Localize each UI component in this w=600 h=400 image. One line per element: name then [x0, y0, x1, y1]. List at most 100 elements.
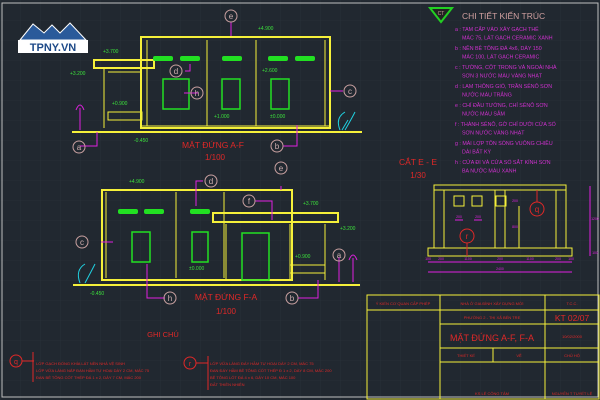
legend-item: NƯỚC MÀU SẪM — [462, 111, 505, 118]
svg-text:d: d — [174, 67, 178, 76]
elevation-f-a-title: MẶT ĐỨNG F-A — [195, 292, 258, 302]
svg-text:200: 200 — [512, 199, 518, 203]
plant-icon — [337, 111, 356, 131]
svg-text:VẼ: VẼ — [516, 353, 522, 358]
sheet-number: KT 02/07 — [555, 313, 590, 323]
svg-text:-0.450: -0.450 — [90, 291, 104, 297]
sheet-title: MẶT ĐỨNG A-F, F-A — [450, 333, 534, 343]
legend-item: h : CỬA ĐI VÀ CỬA SỔ SẮT KÍNH SƠN — [455, 158, 551, 166]
svg-text:1100: 1100 — [464, 257, 472, 261]
svg-text:2400: 2400 — [496, 267, 504, 271]
svg-text:a: a — [77, 143, 82, 152]
svg-text:800: 800 — [512, 225, 518, 229]
svg-text:CHỦ HỘ: CHỦ HỘ — [564, 353, 580, 358]
svg-text:±0.000: ±0.000 — [270, 114, 285, 120]
svg-text:f: f — [248, 197, 251, 206]
svg-text:+0.900: +0.900 — [112, 101, 128, 107]
legend-item: DÀI BẤT KỲ — [462, 149, 492, 156]
svg-text:+3.200: +3.200 — [70, 71, 86, 77]
plant-icon — [77, 263, 96, 284]
legend-item: f : THÀNH SÊNÔ, GỜ CHỈ DƯỚI CỬA SỔ — [455, 120, 556, 128]
svg-text:1200: 1200 — [591, 217, 599, 221]
elevation-a-f: +4.900 +3.700 +3.200 +2.600 +0.900 +1.00… — [70, 9, 362, 162]
svg-text:10/02/2000: 10/02/2000 — [562, 334, 583, 339]
svg-text:200: 200 — [497, 257, 503, 261]
svg-text:+4.900: +4.900 — [129, 179, 145, 185]
svg-text:100: 100 — [568, 257, 574, 261]
svg-text:200: 200 — [438, 257, 444, 261]
svg-text:100: 100 — [425, 257, 431, 261]
svg-text:+4.900: +4.900 — [258, 26, 274, 32]
svg-text:+3.200: +3.200 — [340, 226, 356, 232]
title-block: Ý KIẾN CƠ QUAN CẤP PHÉP NHÀ Ở GIA ĐÌNH X… — [366, 294, 600, 400]
svg-text:THIẾT KẾ: THIẾT KẾ — [457, 353, 475, 358]
elevation-f-a-scale: 1/100 — [216, 307, 237, 316]
svg-text:c: c — [80, 238, 84, 247]
svg-text:h: h — [168, 294, 172, 303]
svg-text:+1.000: +1.000 — [214, 114, 230, 120]
svg-text:CT: CT — [438, 11, 445, 17]
svg-text:e: e — [279, 164, 284, 173]
svg-text:b: b — [290, 294, 295, 303]
svg-text:BÊ TÔNG LÓT ĐÁ 4 x 6, DÀY 10 C: BÊ TÔNG LÓT ĐÁ 4 x 6, DÀY 10 CM, MÁC 100 — [210, 375, 296, 380]
svg-text:+2.600: +2.600 — [262, 68, 278, 74]
svg-text:±0.000: ±0.000 — [189, 266, 204, 272]
legend-item: b : NỀN BÊ TÔNG ĐÁ 4x6, DÀY 150 — [455, 44, 542, 52]
svg-text:200: 200 — [475, 215, 481, 219]
svg-text:q: q — [14, 359, 18, 366]
legend-item: MÁC 100, LÁT GẠCH CERAMIC — [462, 54, 539, 61]
svg-text:c: c — [348, 87, 352, 96]
legend-item: d : LAM THÔNG GIÓ, TRẦN SÊNÔ SƠN — [455, 82, 552, 90]
legend-title: CHI TIẾT KIẾN TRÚC — [462, 11, 545, 21]
legend-item: a : TAM CẤP VÀO XÂY GẠCH THẺ — [455, 26, 539, 33]
svg-text:NHÀ Ở GIA ĐÌNH XÂY DỰNG MỚI: NHÀ Ở GIA ĐÌNH XÂY DỰNG MỚI — [460, 301, 523, 306]
svg-text:100: 100 — [592, 251, 598, 255]
svg-text:T.C.C.: T.C.C. — [566, 301, 577, 306]
svg-text:KS LÊ CÔNG TÂM: KS LÊ CÔNG TÂM — [475, 391, 509, 396]
svg-text:r: r — [466, 232, 469, 241]
svg-text:PHƯỜNG 2 - THỊ XÃ BẾN TRE: PHƯỜNG 2 - THỊ XÃ BẾN TRE — [464, 315, 521, 320]
svg-text:NGUYỄN T TUYẾT LỆ: NGUYỄN T TUYẾT LỆ — [552, 391, 593, 396]
legend-item: g : MÁI LỢP TÔN SÓNG VUÔNG CHIỀU — [455, 140, 553, 147]
legend: CT CHI TIẾT KIẾN TRÚC a : TAM CẤP VÀO XÂ… — [427, 7, 557, 175]
legend-item: SƠN NƯỚC VÀNG NHẠT — [462, 130, 525, 137]
svg-text:r: r — [189, 361, 192, 368]
svg-text:q: q — [535, 205, 539, 214]
svg-text:a: a — [337, 251, 342, 260]
elevation-a-f-title: MẶT ĐỨNG A-F — [182, 140, 244, 150]
svg-text:ĐẤT THIÊN NHIÊN: ĐẤT THIÊN NHIÊN — [210, 382, 245, 387]
section-e-e: CẮT E - E 1/30 q r 200 200 800 200 1200 100… — [399, 157, 599, 273]
section-title: CẮT E - E — [399, 157, 437, 167]
svg-text:e: e — [229, 12, 234, 21]
notes: GHI CHÚ q r LỚP GẠCH ĐỐNG KHÍA LÁT NỀN N… — [9, 330, 332, 390]
svg-text:+3.700: +3.700 — [103, 49, 119, 55]
legend-item: e : CHỈ ĐẦU TƯỜNG, CHỈ SÊNÔ SƠN — [455, 101, 548, 109]
svg-text:+3.700: +3.700 — [303, 201, 319, 207]
human-figure-icon — [75, 104, 85, 130]
human-figure-icon — [348, 254, 358, 282]
svg-text:b: b — [275, 142, 280, 151]
legend-item: MÁC 75, LÁT GẠCH CERAMIC XANH — [462, 35, 553, 42]
legend-item: c : TƯỜNG, CỘT TRONG VÀ NGOÀI NHÀ — [455, 64, 557, 71]
legend-item: BA NƯỚC MÀU XANH — [462, 168, 517, 175]
legend-item: SƠN 3 NƯỚC MÀU VÀNG NHẠT — [462, 73, 543, 80]
svg-text:h: h — [195, 89, 199, 98]
ct-badge-icon — [427, 7, 455, 24]
svg-text:+0.900: +0.900 — [295, 254, 311, 260]
notes-title: GHI CHÚ — [147, 330, 179, 339]
svg-text:200: 200 — [555, 257, 561, 261]
svg-text:200: 200 — [456, 215, 462, 219]
logo-text: TPNY.VN — [30, 42, 77, 54]
svg-text:LỚP VỮA LÁNG NẮP ĐAN HẦM TỰ HO: LỚP VỮA LÁNG NẮP ĐAN HẦM TỰ HOẠI DÀY 2 C… — [36, 368, 150, 373]
svg-text:LỚP VỮA LÁNG ĐÁY HẦM TỰ HOẠI D: LỚP VỮA LÁNG ĐÁY HẦM TỰ HOẠI DÀY 2 CM, M… — [210, 361, 314, 366]
svg-text:LỚP GẠCH ĐỐNG KHÍA LÁT NỀN NHÀ: LỚP GẠCH ĐỐNG KHÍA LÁT NỀN NHÀ VỆ SINH — [36, 361, 125, 366]
elevation-a-f-scale: 1/100 — [205, 153, 226, 162]
svg-text:1100: 1100 — [526, 257, 534, 261]
svg-text:d: d — [209, 177, 213, 186]
svg-text:-0.450: -0.450 — [134, 138, 148, 144]
section-scale: 1/30 — [410, 171, 426, 180]
elevation-f-a: +4.900 +3.700 +3.200 +0.900 ±0.000 -0.45… — [73, 161, 360, 316]
tpny-logo: TPNY.VN — [18, 22, 88, 54]
